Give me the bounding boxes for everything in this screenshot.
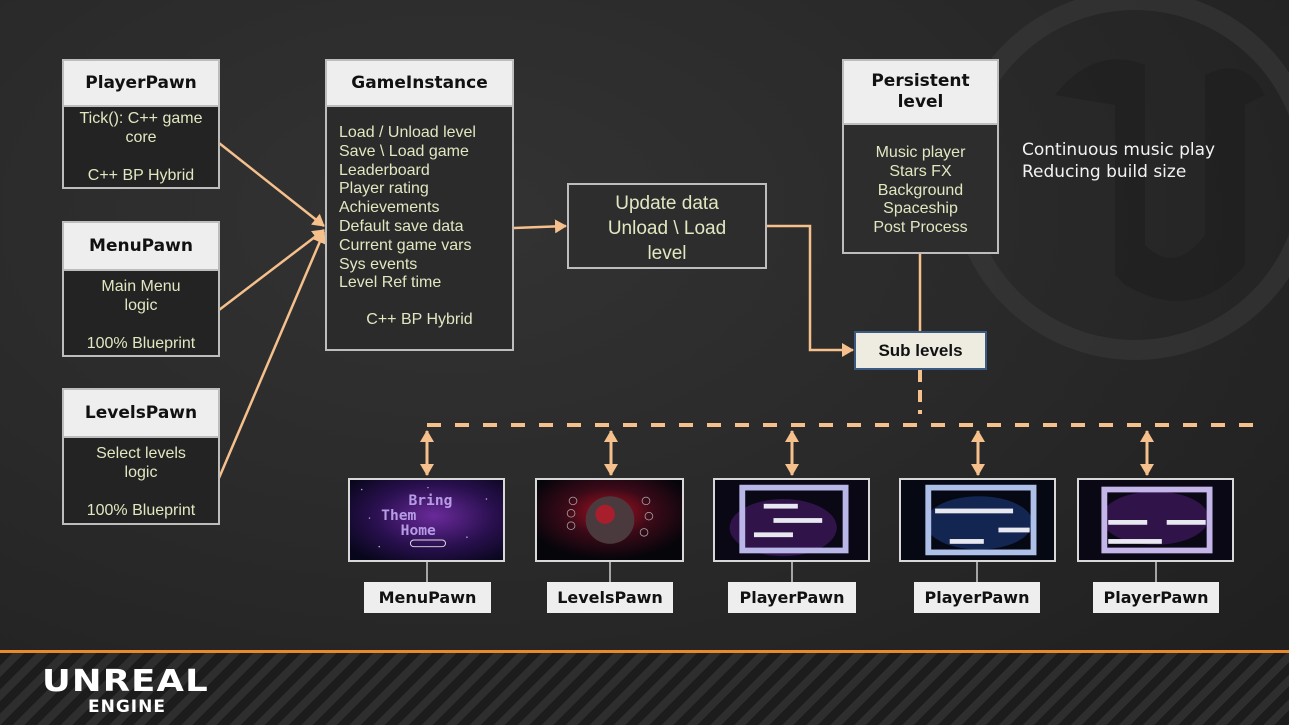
arrow-levelspawn-to-gameinstance <box>217 231 327 479</box>
gameinstance-box: GameInstance Load / Unload level Save \ … <box>325 59 514 351</box>
level-label-levelspawn: LevelsPawn <box>547 582 673 613</box>
levelspawn-title: LevelsPawn <box>64 390 218 438</box>
persistent-item: Background <box>877 181 964 199</box>
logo-line1: UNREAL <box>42 664 209 699</box>
levelspawn-tag: 100% Blueprint <box>86 502 196 519</box>
persistent-item: Music player <box>875 144 966 161</box>
persistent-item: Stars FX <box>889 162 952 180</box>
level-label-playerpawn: PlayerPawn <box>1093 582 1219 613</box>
playerpawn-desc-line: core <box>125 129 157 146</box>
level-label-menupawn: MenuPawn <box>364 582 491 613</box>
screen-text: Home <box>401 523 436 539</box>
persistent-title-line: level <box>897 92 944 112</box>
screen-text: Them <box>381 508 416 524</box>
gameinstance-item: Player rating <box>339 180 429 198</box>
playerpawn-title: PlayerPawn <box>64 61 218 107</box>
arrow-menupawn-to-gameinstance <box>218 229 325 311</box>
gameplay-level-screenshot <box>1077 478 1234 562</box>
footer-bar: UNREAL ENGINE <box>0 650 1289 725</box>
menupawn-box: MenuPawn Main Menu logic 100% Blueprint <box>62 221 220 357</box>
persistent-item: Spaceship <box>883 200 958 218</box>
persistent-level-title: Persistent level <box>844 61 997 125</box>
side-note: Continuous music play Reducing build siz… <box>1022 139 1215 183</box>
levelspawn-box: LevelsPawn Select levels logic 100% Blue… <box>62 388 220 525</box>
levelspawn-desc-line: Select levels <box>96 445 186 462</box>
gameinstance-item: Leaderboard <box>339 161 430 179</box>
main-menu-screenshot: Bring Them Home <box>348 478 505 562</box>
level-label-playerpawn: PlayerPawn <box>914 582 1040 613</box>
arrow-update-to-sublevels <box>767 224 854 357</box>
unreal-engine-logo: UNREAL ENGINE <box>42 667 208 718</box>
playerpawn-box: PlayerPawn Tick(): C++ game core C++ BP … <box>62 59 220 189</box>
persistent-level-box: Persistent level Music player Stars FX B… <box>842 59 999 254</box>
gameplay-level-screenshot <box>899 478 1056 562</box>
gameinstance-tag: C++ BP Hybrid <box>366 311 473 329</box>
logo-line2: ENGINE <box>88 697 166 717</box>
gameinstance-item: Current game vars <box>339 236 472 254</box>
playerpawn-desc-line: Tick(): C++ game <box>79 110 203 127</box>
playerpawn-tag: C++ BP Hybrid <box>87 167 195 184</box>
menupawn-desc-line: Main Menu <box>101 278 181 295</box>
gameinstance-item: Achievements <box>339 199 440 217</box>
update-data-box: Update data Unload \ Load level <box>567 183 767 269</box>
menupawn-title: MenuPawn <box>64 223 218 271</box>
gameplay-level-screenshot <box>713 478 870 562</box>
bidirectional-arrows <box>420 430 1154 476</box>
level-select-screenshot <box>535 478 684 562</box>
screen-text: Bring <box>408 493 452 509</box>
persistent-item: Post Process <box>873 219 968 237</box>
menupawn-tag: 100% Blueprint <box>86 335 196 352</box>
gameinstance-item: Sys events <box>339 255 418 273</box>
level-label-playerpawn: PlayerPawn <box>728 582 856 613</box>
update-line: Update data <box>615 193 719 214</box>
side-note-line: Reducing build size <box>1022 162 1187 182</box>
gameinstance-title: GameInstance <box>327 61 512 107</box>
persistent-title-line: Persistent <box>871 71 970 91</box>
sub-levels-box: Sub levels <box>854 331 987 370</box>
levelspawn-desc-line: logic <box>124 464 158 481</box>
gameinstance-item: Default save data <box>339 217 464 235</box>
side-note-line: Continuous music play <box>1022 140 1216 160</box>
arrow-gameinstance-to-update <box>513 219 567 234</box>
update-line: Unload \ Load <box>607 218 727 239</box>
arrow-playerpawn-to-gameinstance <box>218 142 325 227</box>
gameinstance-item: Level Ref time <box>339 274 442 292</box>
menupawn-desc-line: logic <box>124 297 158 314</box>
update-line: level <box>647 243 687 264</box>
gameinstance-item: Save \ Load game <box>339 142 469 160</box>
gameinstance-item: Load / Unload level <box>339 124 476 141</box>
screen-to-label-lines <box>426 562 1157 582</box>
